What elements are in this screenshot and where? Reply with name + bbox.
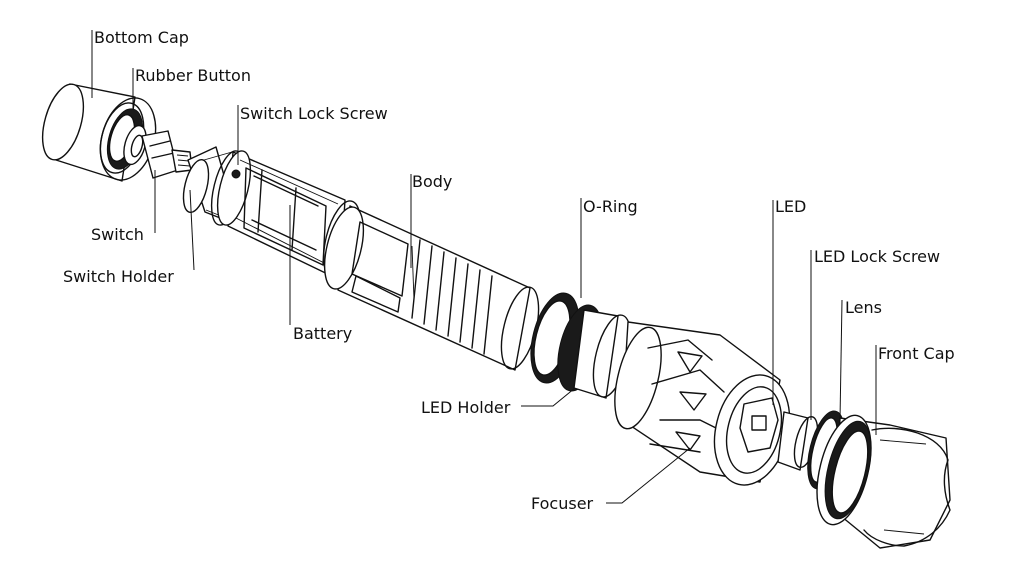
label-led-lock-screw: LED Lock Screw — [814, 247, 940, 266]
label-front-cap: Front Cap — [878, 344, 955, 363]
label-body: Body — [412, 172, 452, 191]
label-switch-holder: Switch Holder — [63, 267, 174, 286]
label-rubber-button: Rubber Button — [135, 66, 251, 85]
front-cap-part — [816, 414, 951, 549]
battery-part — [216, 150, 361, 281]
label-switch: Switch — [91, 225, 144, 244]
leader-lines — [91, 30, 877, 504]
switch-part — [141, 130, 193, 179]
label-lens: Lens — [845, 298, 882, 317]
body-part — [323, 205, 540, 371]
label-bottom-cap: Bottom Cap — [94, 28, 189, 47]
led-holder-part — [557, 304, 632, 399]
label-switch-lock-screw: Switch Lock Screw — [240, 104, 388, 123]
label-o-ring: O-Ring — [583, 197, 638, 216]
focuser-part — [614, 321, 791, 486]
label-focuser: Focuser — [531, 494, 594, 513]
label-battery: Battery — [293, 324, 352, 343]
led-part — [739, 397, 779, 453]
label-led: LED — [775, 197, 806, 216]
label-led-holder: LED Holder — [421, 398, 511, 417]
led-lock-screw-part — [777, 411, 819, 471]
part-labels: Bottom Cap Rubber Button Switch Lock Scr… — [63, 28, 955, 513]
